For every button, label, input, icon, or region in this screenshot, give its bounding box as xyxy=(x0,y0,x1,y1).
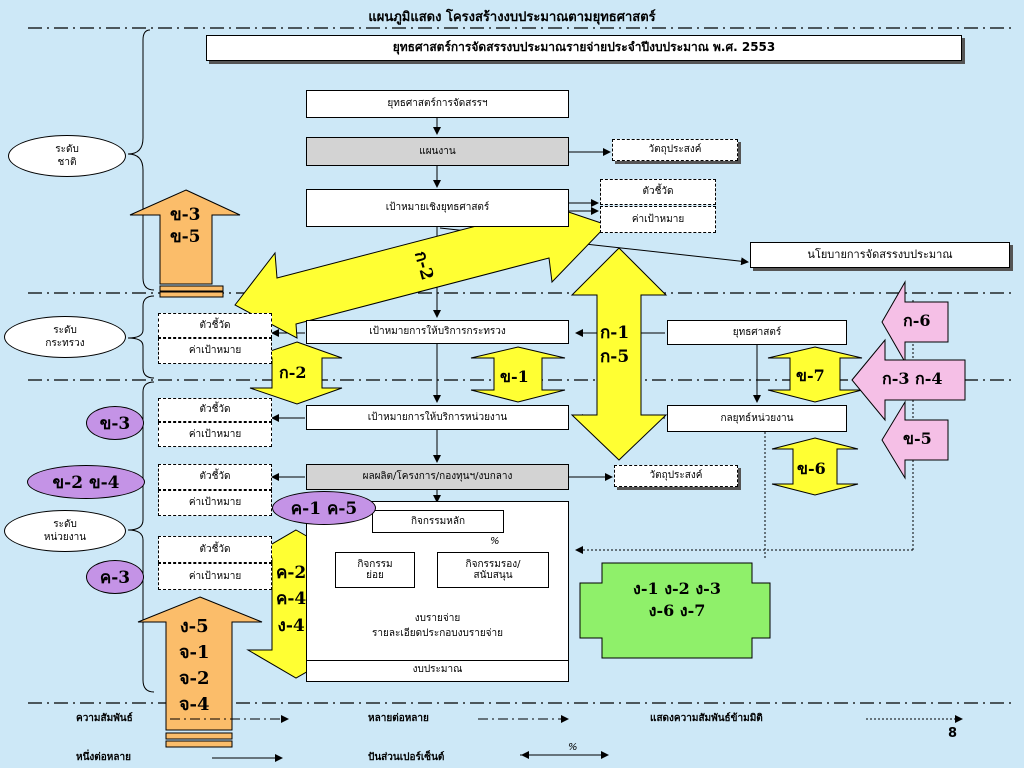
indicator-box-ministry: ตัวชี้วัด xyxy=(158,313,272,338)
level-national: ระดับ ชาติ xyxy=(8,135,126,177)
kh1-label: ข-1 xyxy=(500,367,529,386)
kh7-arrow xyxy=(767,346,863,403)
target-box-agency-3: ค่าเป้าหมาย xyxy=(158,563,272,590)
k3k4-label: ก-3 ก-4 xyxy=(882,369,943,388)
objective-box-agency: วัตถุประสงค์ xyxy=(614,465,738,487)
k2-left-label: ก-2 xyxy=(279,363,307,382)
budget-divider xyxy=(306,660,569,661)
target-box-ministry: ค่าเป้าหมาย xyxy=(158,338,272,364)
kh3kh5-up-label: ข-3 ข-5 xyxy=(170,205,201,248)
budget-label: งบประมาณ xyxy=(412,664,463,675)
bracket-ministry xyxy=(127,295,155,379)
support-activity-box: กิจกรรมรอง/ สนับสนุน xyxy=(437,552,549,588)
sub-activity-box: กิจกรรม ย่อย xyxy=(335,552,415,588)
main-activity-box: กิจกรรมหลัก xyxy=(372,510,504,533)
percent-mark: % xyxy=(490,536,500,547)
level-brackets xyxy=(127,29,155,693)
level-agency: ระดับ หน่วยงาน xyxy=(4,510,126,552)
agency-goal-box: เป้าหมายการให้บริการหน่วยงาน xyxy=(306,405,569,430)
strategy-box: ยุทธศาสตร์การจัดสรรฯ xyxy=(306,90,569,118)
green-cross-label: ง-1 ง-2 ง-3 ง-6 ง-7 xyxy=(633,579,721,620)
bracket-national xyxy=(127,29,155,291)
indicator-box-agency-3: ตัวชี้วัด xyxy=(158,536,272,563)
agency-strategy-box: กลยุทธ์หน่วยงาน xyxy=(667,405,847,432)
kh3kh5-base-bar2 xyxy=(159,291,224,298)
c1c5-badge: ค-1 ค-5 xyxy=(272,491,376,525)
k1k5-label: ก-1 ก-5 xyxy=(600,323,630,367)
target-box-national: ค่าเป้าหมาย xyxy=(600,206,716,233)
kh2kh4-badge: ข-2 ข-4 xyxy=(27,465,145,499)
level-ministry: ระดับ กระทรวง xyxy=(4,316,126,358)
legend-one-to-many: หนึ่งต่อหลาย xyxy=(76,752,132,763)
kh5-right-label: ข-5 xyxy=(903,429,932,448)
green-cross-shape xyxy=(579,562,771,659)
kh3-badge: ข-3 xyxy=(86,406,144,440)
kh7-label: ข-7 xyxy=(796,366,825,385)
legend-lines xyxy=(170,715,963,762)
kh3kh5-base-bar1 xyxy=(159,285,224,292)
kh5-left-arrow xyxy=(881,400,949,480)
c2c4g4-label: ค-2 ค-4 ง-4 xyxy=(276,563,307,636)
output-box: ผลผลิต/โครงการ/กองทุนฯ/งบกลาง xyxy=(306,464,569,490)
target-box-agency-2: ค่าเป้าหมาย xyxy=(158,490,272,516)
ministry-goal-box: เป้าหมายการให้บริการกระทรวง xyxy=(306,320,569,344)
g5-base-bar2 xyxy=(165,740,233,748)
k3k4-left-arrow xyxy=(851,338,966,422)
plan-box: แผนงาน xyxy=(306,137,569,166)
c3-badge: ค-3 xyxy=(86,560,144,594)
g5-base-bar1 xyxy=(165,732,233,740)
legend-percentage: ปันส่วนเปอร์เซ็นต์ xyxy=(368,752,445,763)
kh3kh5-up-arrow xyxy=(129,189,241,285)
k1k5-vertical-arrow xyxy=(570,247,668,461)
legend-cross-dimension: แสดงความสัมพันธ์ข้ามมิติ xyxy=(650,713,763,724)
expenditure-label: งบรายจ่าย รายละเอียดประกอบงบรายจ่าย xyxy=(371,613,504,639)
indicator-box-agency-2: ตัวชี้วัด xyxy=(158,464,272,490)
legend-percent-sign: % xyxy=(568,742,578,753)
strategic-goal-box: เป้าหมายเชิงยุทธศาสตร์ xyxy=(306,189,569,227)
legend-many-to-many: หลายต่อหลาย xyxy=(368,713,429,724)
diagram-title: แผนภูมิแสดง โครงสร้างงบประมาณตามยุทธศาสต… xyxy=(368,10,656,25)
kh6-label: ข-6 xyxy=(797,459,826,478)
target-box-agency-1: ค่าเป้าหมาย xyxy=(158,422,272,447)
g5-up-label: ง-5 จ-1 จ-2 จ-4 xyxy=(179,616,210,716)
indicator-box-agency-1: ตัวชี้วัด xyxy=(158,398,272,422)
k6-left-arrow xyxy=(881,280,949,364)
bracket-agency xyxy=(127,381,155,693)
header-box: ยุทธศาสตร์การจัดสรรงบประมาณรายจ่ายประจำป… xyxy=(206,35,962,61)
page-number: 8 xyxy=(948,726,958,741)
objective-box-national: วัตถุประสงค์ xyxy=(612,139,738,161)
k6-label: ก-6 xyxy=(903,311,931,330)
indicator-box-national: ตัวชี้วัด xyxy=(600,179,716,205)
policy-box: นโยบายการจัดสรรงบประมาณ xyxy=(750,242,1010,268)
kh6-arrow xyxy=(771,437,859,496)
legend-relation: ความสัมพันธ์ xyxy=(76,713,133,724)
ministry-strategy-box: ยุทธศาสตร์ xyxy=(667,320,847,345)
kh1-arrow xyxy=(470,346,566,403)
g5-up-arrow xyxy=(137,596,263,731)
